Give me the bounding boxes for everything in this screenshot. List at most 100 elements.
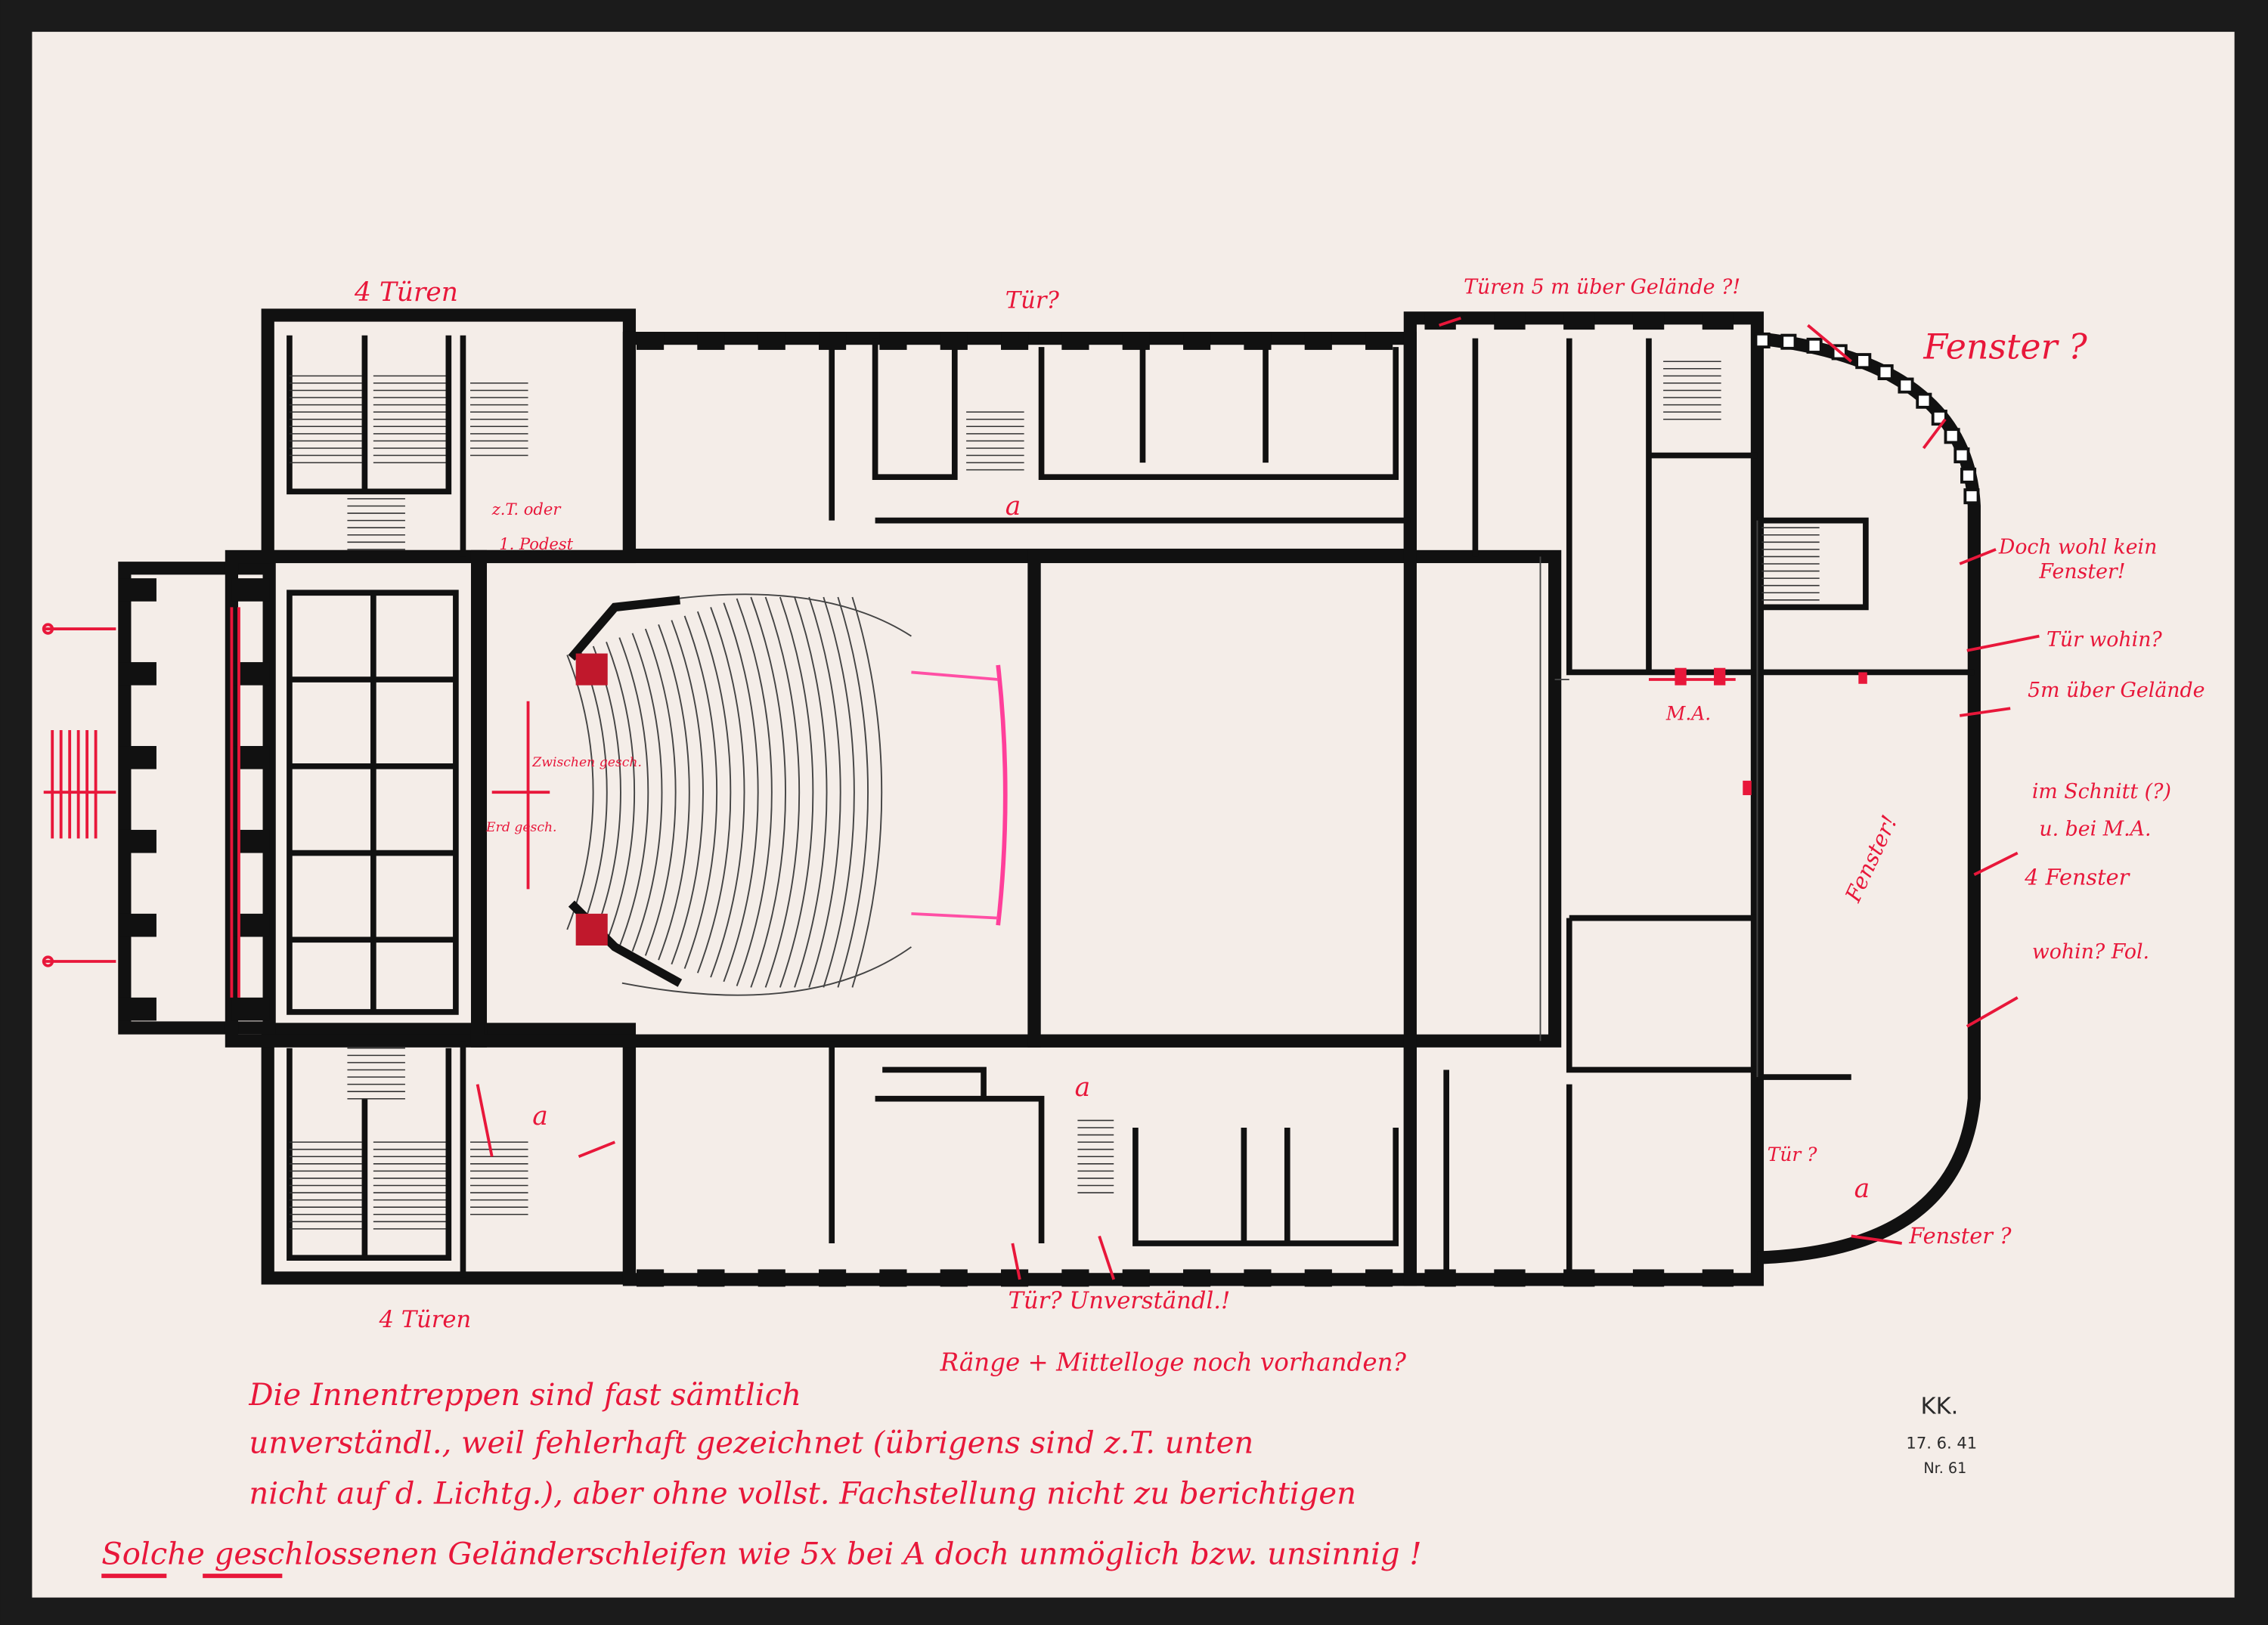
pier bbox=[231, 997, 270, 1021]
pier bbox=[1244, 1269, 1272, 1287]
seat-row bbox=[710, 607, 745, 978]
annotation-mark-a-left: a bbox=[532, 1101, 548, 1131]
pier bbox=[1001, 1269, 1029, 1287]
curved-window bbox=[1954, 447, 1970, 463]
curved-window bbox=[1855, 353, 1872, 370]
pier bbox=[1702, 312, 1734, 330]
paper bbox=[32, 32, 2235, 1598]
annotation-four-windows: 4 Fenster bbox=[2024, 865, 2130, 890]
seat-row bbox=[618, 637, 649, 948]
annotation-ground-floor: Erd gesch. bbox=[485, 820, 556, 835]
annotation-tiers-question: Ränge + Mittelloge noch vorhanden? bbox=[940, 1348, 1407, 1376]
annotation-door-where-1: Tür wohin? bbox=[2046, 628, 2162, 652]
pier bbox=[1183, 332, 1211, 350]
pier bbox=[1304, 332, 1332, 350]
pier bbox=[119, 829, 156, 853]
pier bbox=[1122, 332, 1150, 350]
annotation-section-1: im Schnitt (?) bbox=[2032, 780, 2171, 803]
stair-hatching bbox=[289, 361, 1820, 1230]
pier bbox=[1365, 1269, 1393, 1287]
pier bbox=[940, 332, 968, 350]
annotation-where-fol: wohin? Fol. bbox=[2032, 940, 2149, 964]
auditorium-seating bbox=[566, 593, 912, 996]
curved-window bbox=[1944, 428, 1960, 444]
pier bbox=[231, 829, 270, 853]
remark-line: nicht auf d. Lichtg.), aber ohne vollst.… bbox=[249, 1476, 1356, 1511]
pier bbox=[819, 1269, 847, 1287]
pier bbox=[231, 746, 270, 769]
seat-row bbox=[631, 633, 663, 952]
pier bbox=[758, 332, 785, 350]
annotation-stair-note-1: z.T. oder bbox=[491, 500, 562, 518]
remark-line: Solche geschlossenen Geländerschleifen w… bbox=[101, 1537, 1421, 1572]
stamp-date: 17. 6. 41 bbox=[1906, 1434, 1977, 1453]
pier bbox=[697, 1269, 725, 1287]
pier bbox=[1632, 1269, 1665, 1287]
seat-row bbox=[579, 650, 608, 935]
pier bbox=[1183, 1269, 1211, 1287]
pier bbox=[1304, 1269, 1332, 1287]
seat-row bbox=[823, 596, 855, 988]
curved-window bbox=[1780, 333, 1797, 350]
remark-line: Die Innentreppen sind fast sämtlich bbox=[248, 1378, 801, 1413]
seat-row bbox=[566, 655, 594, 930]
curved-window bbox=[1898, 377, 1914, 394]
pier bbox=[1424, 1269, 1456, 1287]
pier bbox=[1494, 312, 1526, 330]
curved-window bbox=[1960, 467, 1977, 484]
annotation-door-where-2: 5m über Gelände bbox=[2028, 679, 2204, 702]
seat-row bbox=[764, 596, 801, 988]
annotation-no-window-2: Fenster! bbox=[2038, 560, 2125, 583]
pier bbox=[1122, 1269, 1150, 1287]
pier bbox=[1244, 332, 1272, 350]
pier bbox=[119, 746, 156, 769]
seat-row bbox=[837, 596, 869, 988]
pier bbox=[940, 1269, 968, 1287]
pier bbox=[119, 913, 156, 937]
seat-row bbox=[794, 596, 828, 988]
pier bbox=[819, 332, 847, 350]
seat-row bbox=[696, 611, 732, 973]
pier bbox=[119, 578, 156, 602]
annotation-window-top-right: Fenster ? bbox=[1923, 326, 2087, 367]
seat-row bbox=[750, 596, 786, 988]
pier bbox=[1001, 332, 1029, 350]
pier bbox=[1563, 312, 1595, 330]
annotation-ma: M.A. bbox=[1665, 703, 1711, 725]
seat-row bbox=[808, 596, 841, 988]
annotation-mark-a-right: a bbox=[1854, 1174, 1870, 1204]
annotation-mark-a-mid: a bbox=[1075, 1072, 1091, 1103]
annotation-section-2: u. bei M.A. bbox=[2039, 818, 2151, 841]
pier bbox=[1702, 1269, 1734, 1287]
pier bbox=[1365, 332, 1393, 350]
annotation-stair-note-2: 1. Podest bbox=[499, 534, 573, 553]
annotation-doors-top: 4 Türen bbox=[354, 277, 458, 308]
pier bbox=[879, 1269, 907, 1287]
pier bbox=[636, 332, 665, 350]
pier bbox=[119, 997, 156, 1021]
remarks-block: Die Innentreppen sind fast sämtlich unve… bbox=[101, 1378, 1422, 1578]
pier bbox=[231, 578, 270, 602]
pier bbox=[119, 662, 156, 686]
seat-row bbox=[644, 628, 677, 956]
pier bbox=[231, 662, 270, 686]
pier bbox=[1424, 312, 1456, 330]
curved-window bbox=[1754, 332, 1771, 348]
seat-row bbox=[671, 620, 704, 965]
annotation-door-unclear: Tür? Unverständl.! bbox=[1009, 1288, 1231, 1314]
annotation-door-top-mid: Tür? bbox=[1005, 287, 1060, 314]
curved-window bbox=[1963, 488, 1980, 505]
stamp-initials: KK. bbox=[1921, 1394, 1959, 1420]
annotation-mezzanine: Zwischen gesch. bbox=[531, 755, 642, 770]
pier bbox=[1494, 1269, 1526, 1287]
annotation-doors-bottom: 4 Türen bbox=[379, 1307, 472, 1333]
pier bbox=[1061, 1269, 1089, 1287]
archive-stamp: KK. 17. 6. 41 Nr. 61 bbox=[1906, 1394, 1977, 1477]
theatre-floor-plan bbox=[42, 308, 2040, 1287]
seat-row bbox=[851, 596, 883, 988]
pier bbox=[1632, 312, 1665, 330]
annotation-mark-a: a bbox=[1005, 491, 1021, 522]
pier bbox=[879, 332, 907, 350]
pier bbox=[1061, 332, 1089, 350]
seat-row bbox=[658, 624, 690, 961]
